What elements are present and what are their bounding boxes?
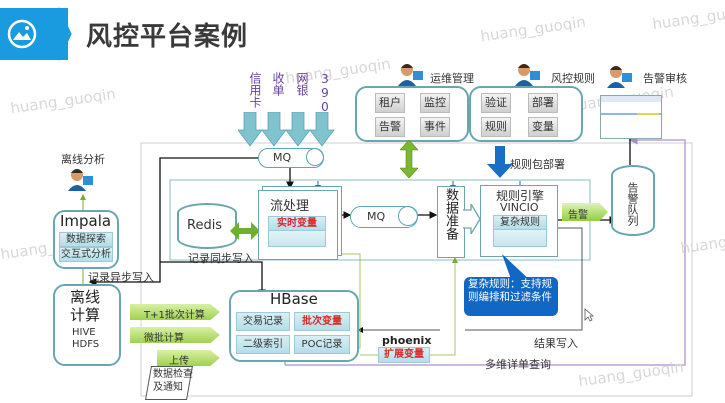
event-button[interactable]: 事件 — [420, 117, 450, 137]
rule-engine-title: 规则引擎 — [496, 189, 545, 203]
mq-mid[interactable]: MQ — [350, 206, 418, 228]
offline-compute-sub: HIVE HDFS — [72, 327, 100, 350]
down-arrow-icon — [309, 112, 335, 147]
down-arrow-icon — [285, 112, 311, 147]
user-icon — [68, 169, 93, 191]
realtime-var-cell[interactable]: 实时变量 — [268, 216, 326, 231]
source-390: 390 — [318, 72, 332, 114]
source-arrows — [238, 112, 335, 147]
phoenix-title: phoenix — [382, 334, 432, 347]
data-check-label: 数据检查 及通知 — [153, 369, 193, 393]
bidirectional-arrow-icon — [230, 222, 260, 240]
user-icon — [515, 64, 540, 86]
image-icon — [7, 19, 37, 49]
verify-button[interactable]: 验证 — [481, 93, 511, 113]
title-chevron — [56, 7, 72, 61]
interactive-analysis-cell[interactable]: 交互式分析 — [59, 247, 113, 262]
alert-review-screen[interactable] — [600, 95, 662, 139]
sync-write-label: 记录同步写入 — [188, 252, 254, 265]
result-write-label: 结果写入 — [534, 337, 578, 350]
title-badge — [0, 8, 68, 60]
stream-title: 流处理 — [270, 199, 310, 214]
multi-query-label: 多维详单查询 — [485, 358, 551, 371]
async-write-label: 记录异步写入 — [88, 271, 154, 284]
upload-arrow: 上传 — [157, 350, 220, 367]
rule-deploy-arrow-icon — [487, 146, 513, 178]
offline-compute-title: 离线 计算 — [70, 288, 101, 324]
user-icon — [607, 66, 632, 88]
mq-cylinder-end — [398, 206, 418, 226]
batch-var-cell[interactable]: 批次变量 — [294, 312, 350, 331]
offline-compute-box[interactable] — [53, 284, 121, 366]
data-prep-label: 数据准备 — [443, 188, 458, 240]
user-icon — [398, 64, 423, 86]
alert-arrow: 告警 — [562, 203, 608, 221]
source-credit-card: 信用卡 — [248, 72, 262, 108]
txn-record-cell[interactable]: 交易记录 — [236, 312, 290, 331]
redis-label: Redis — [187, 218, 223, 233]
hbase-title: HBase — [270, 290, 318, 308]
tenant-button[interactable]: 租户 — [375, 93, 405, 113]
mq-top[interactable]: MQ — [258, 148, 324, 168]
alert-review-label: 告警审核 — [643, 72, 687, 85]
variables-button[interactable]: 变量 — [528, 117, 558, 137]
offline-analysis-label: 离线分析 — [61, 153, 105, 166]
down-arrow-icon — [261, 112, 287, 147]
deploy-button[interactable]: 部署 — [528, 93, 558, 113]
ops-mgmt-panel — [355, 86, 469, 142]
risk-rules-label: 风控规则 — [551, 72, 595, 85]
secondary-index-cell[interactable]: 二级索引 — [236, 335, 290, 354]
extended-var-cell[interactable]: 扩展变量 — [378, 347, 430, 363]
data-prep-arrow — [463, 204, 481, 234]
callout-pointer — [502, 254, 532, 282]
mq-cylinder-end — [306, 148, 324, 166]
complex-rules-graph — [493, 229, 547, 247]
complex-rules-cell[interactable]: 复杂规则 — [493, 215, 547, 230]
alert-queue-db[interactable] — [611, 165, 655, 236]
micro-batch-arrow: 微批计算 — [130, 327, 220, 344]
ops-mgmt-label: 运维管理 — [430, 72, 474, 85]
rule-engine-subtitle: VINCIO — [500, 201, 539, 214]
redis-db[interactable] — [177, 203, 237, 249]
cursor-icon — [584, 308, 594, 322]
realtime-var-graph — [268, 230, 326, 247]
alert-queue-label: 告警队列 — [626, 182, 639, 226]
outer-frame — [140, 142, 693, 397]
complex-rules-callout: 复杂规则：支持规则编排和过滤条件 — [464, 277, 558, 316]
source-acquiring: 收单 — [271, 72, 285, 96]
rules-button[interactable]: 规则 — [481, 117, 511, 137]
t1-batch-arrow: T+1批次计算 — [130, 304, 220, 321]
poc-record-cell[interactable]: POC记录 — [294, 335, 350, 354]
down-arrow-icon — [238, 112, 263, 147]
bidirectional-arrow-icon — [400, 140, 418, 178]
alarm-button[interactable]: 告警 — [375, 117, 405, 137]
impala-title: Impala — [60, 212, 112, 230]
rule-deploy-label: 规则包部署 — [510, 158, 565, 171]
page-title: 风控平台案例 — [86, 22, 249, 52]
source-ebank: 网银 — [295, 72, 309, 96]
data-explore-cell[interactable]: 数据探索 — [59, 232, 113, 247]
monitor-button[interactable]: 监控 — [420, 93, 450, 113]
